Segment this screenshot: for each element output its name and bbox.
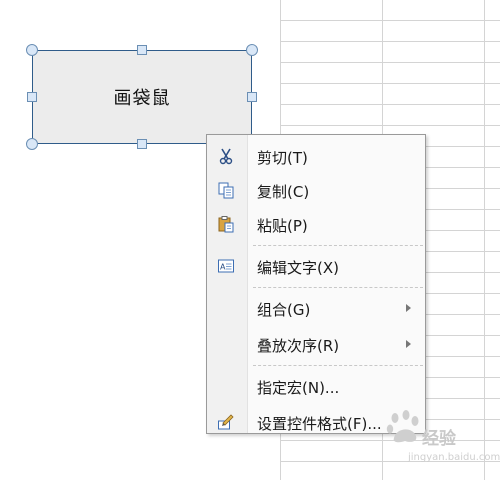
resize-handle-bottom[interactable] [137, 139, 147, 149]
menu-item-label: 剪切(T) [257, 149, 308, 167]
menu-item-label: 编辑文字(X) [257, 259, 339, 277]
menu-item-copy[interactable]: 复制(C) [207, 175, 425, 205]
watermark-text: 经验 [422, 429, 456, 449]
resize-handle-top-right[interactable] [246, 44, 258, 56]
menu-item-label: 复制(C) [257, 183, 310, 201]
menu-item-label: 设置控件格式(F)... [257, 415, 382, 433]
resize-handle-right[interactable] [247, 92, 257, 102]
menu-item-paste[interactable]: 粘贴(P) [207, 209, 425, 239]
paw-logo-icon [386, 410, 419, 443]
resize-handle-top-left[interactable] [26, 44, 38, 56]
submenu-arrow-icon [406, 340, 411, 348]
menu-separator [253, 287, 423, 288]
paste-icon [217, 215, 235, 233]
baidu-jingyan-watermark: 经验 jingyan.baidu.com [382, 402, 500, 474]
svg-text:A: A [220, 263, 226, 272]
button-label: 画袋鼠 [113, 88, 171, 109]
menu-item-label: 指定宏(N)... [257, 379, 340, 397]
resize-handle-left[interactable] [27, 92, 37, 102]
form-control-button[interactable]: 画袋鼠 [32, 50, 252, 144]
menu-separator [253, 245, 423, 246]
format-control-icon [217, 413, 235, 431]
menu-separator [253, 365, 423, 366]
resize-handle-bottom-left[interactable] [26, 138, 38, 150]
scissors-icon [217, 147, 235, 165]
menu-item-label: 组合(G) [257, 301, 311, 319]
menu-item-label: 粘贴(P) [257, 217, 308, 235]
watermark-url: jingyan.baidu.com [408, 452, 500, 463]
menu-item-edit-text[interactable]: A 编辑文字(X) [207, 251, 425, 281]
resize-handle-top[interactable] [137, 45, 147, 55]
menu-item-format-control[interactable]: 设置控件格式(F)... [207, 407, 425, 437]
menu-item-label: 叠放次序(R) [257, 337, 340, 355]
edit-text-icon: A [217, 257, 235, 275]
menu-item-cut[interactable]: 剪切(T) [207, 141, 425, 171]
context-menu: 剪切(T) 复制(C) 粘贴(P) [206, 134, 426, 434]
copy-icon [217, 181, 235, 199]
menu-item-group[interactable]: 组合(G) [207, 293, 425, 323]
submenu-arrow-icon [406, 304, 411, 312]
menu-item-assign-macro[interactable]: 指定宏(N)... [207, 371, 425, 401]
menu-item-order[interactable]: 叠放次序(R) [207, 329, 425, 359]
